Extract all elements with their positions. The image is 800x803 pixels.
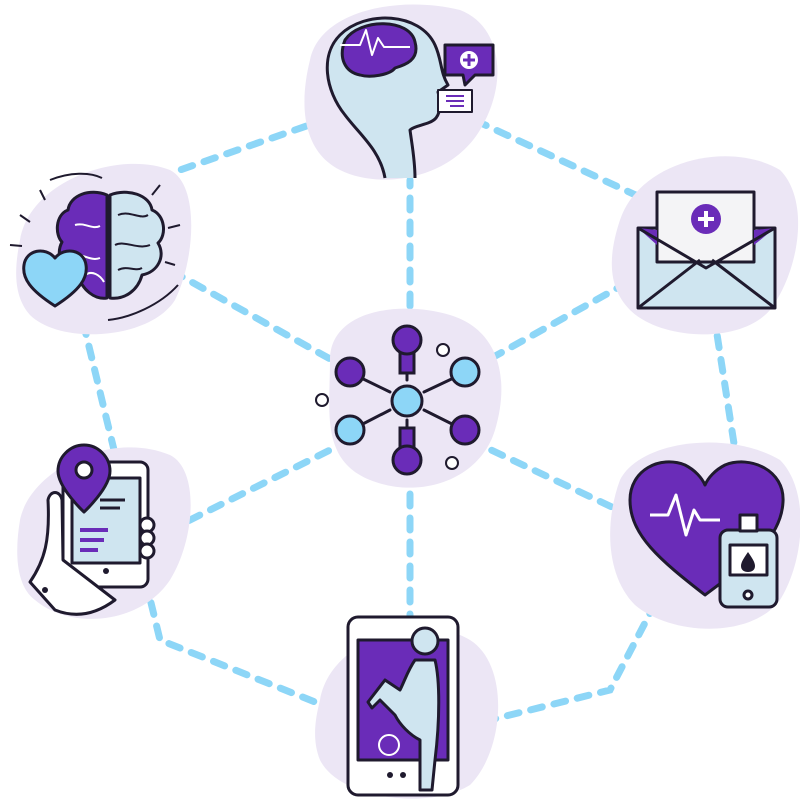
- node-mental-health: [304, 4, 498, 180]
- medical-envelope-icon: [636, 190, 777, 310]
- node-fitness-app: [315, 615, 499, 799]
- spoke-bottom-left: [166, 436, 354, 534]
- phone-stretching-person-icon: [346, 615, 460, 797]
- node-location: [17, 443, 191, 619]
- hand-phone-location-pin-icon: [28, 443, 156, 616]
- node-secure-message: [611, 156, 799, 335]
- head-brain-chat-icon: [325, 16, 495, 179]
- heart-glucose-meter-icon: [628, 460, 785, 609]
- network-hub-icon: [315, 324, 481, 476]
- brain-heart-icon: [9, 172, 181, 321]
- node-heart-monitoring: [610, 442, 800, 629]
- spoke-top-left: [166, 266, 354, 374]
- hub-node: [315, 308, 502, 488]
- node-brain-wellness: [9, 163, 192, 335]
